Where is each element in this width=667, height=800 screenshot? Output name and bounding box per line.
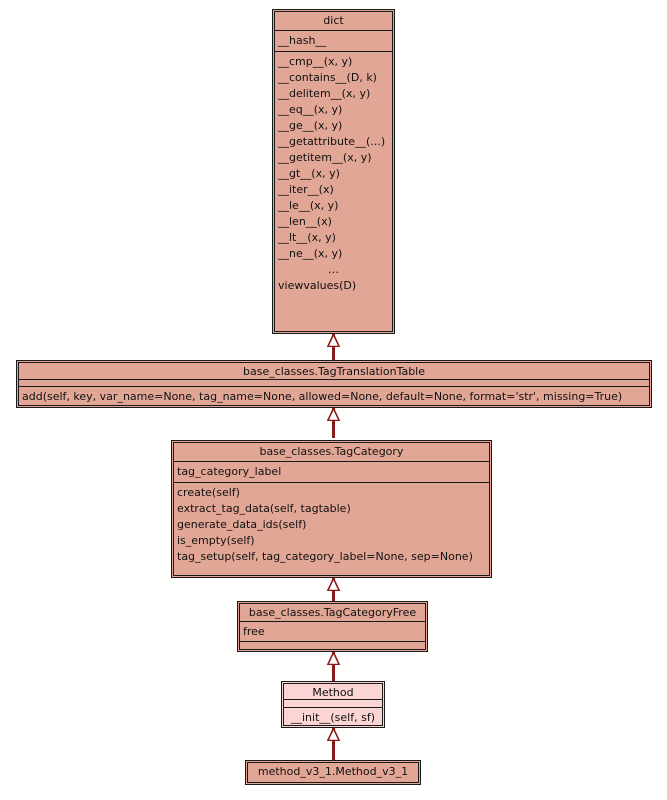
edge-line	[332, 334, 335, 360]
class-attributes-tagcategory: tag_category_label	[174, 461, 489, 482]
method-item: __init__(self, sf)	[290, 710, 375, 724]
attribute-item: free	[243, 625, 265, 639]
class-methods-dict: __cmp__(x, y) __contains__(D, k) __delit…	[275, 51, 392, 296]
attribute-item: tag_category_label	[177, 465, 282, 478]
edge-line	[332, 728, 335, 760]
method-item: add(self, key, var_name=None, tag_name=N…	[22, 390, 623, 404]
class-methods-method: __init__(self, sf)	[284, 706, 382, 725]
edge-line	[332, 652, 335, 681]
method-item: __delitem__(x, y)	[278, 87, 371, 100]
class-box-tagcategoryfree[interactable]: base_classes.TagCategoryFree free	[237, 601, 428, 652]
method-item: viewvalues(D)	[278, 279, 357, 292]
class-title-tagcategoryfree: base_classes.TagCategoryFree	[248, 606, 417, 619]
method-item: __ne__(x, y)	[278, 247, 343, 260]
method-item: __eq__(x, y)	[278, 103, 343, 116]
generalization-edge-methodv31-to-method	[327, 728, 340, 760]
class-attributes-tagtranslationtable	[19, 378, 649, 387]
method-item: generate_data_ids(self)	[177, 518, 307, 531]
class-methods-tagcategoryfree	[240, 641, 425, 649]
class-methods-tagtranslationtable: add(self, key, var_name=None, tag_name=N…	[19, 386, 649, 405]
generalization-edge-method-to-tagcategoryfree	[327, 652, 340, 681]
class-box-tagtranslationtable[interactable]: base_classes.TagTranslationTable add(sel…	[16, 360, 652, 408]
class-title-dict: dict	[323, 14, 344, 27]
method-item: __getattribute__(...)	[278, 135, 386, 148]
class-methods-tagcategory: create(self) extract_tag_data(self, tagt…	[174, 482, 489, 567]
method-item: __lt__(x, y)	[278, 231, 336, 244]
generalization-edge-tagcategoryfree-to-tagcategory	[327, 578, 340, 601]
class-box-method[interactable]: Method __init__(self, sf)	[281, 681, 385, 728]
edge-line	[332, 408, 335, 438]
class-title-method: Method	[312, 686, 354, 699]
method-item: __ge__(x, y)	[278, 119, 343, 132]
method-item: __getitem__(x, y)	[278, 151, 372, 164]
method-item: __len__(x)	[278, 215, 332, 228]
attribute-item: __hash__	[278, 34, 327, 47]
class-box-methodv31[interactable]: method_v3_1.Method_v3_1	[245, 760, 421, 785]
method-item: extract_tag_data(self, tagtable)	[177, 502, 351, 515]
class-title-tagcategory: base_classes.TagCategory	[259, 445, 404, 458]
method-item: __le__(x, y)	[278, 199, 339, 212]
class-box-dict[interactable]: dict __hash__ __cmp__(x, y) __contains__…	[272, 9, 395, 334]
method-item: create(self)	[177, 486, 240, 499]
method-item-ellipsis: …	[328, 263, 339, 276]
method-item: is_empty(self)	[177, 534, 255, 547]
class-attributes-method	[284, 699, 382, 706]
class-box-tagcategory[interactable]: base_classes.TagCategory tag_category_la…	[171, 440, 492, 578]
class-title-methodv31: method_v3_1.Method_v3_1	[257, 765, 409, 778]
method-item: __contains__(D, k)	[278, 71, 377, 84]
generalization-edge-tagcategory-to-tagtranslationtable	[327, 408, 340, 438]
method-item: tag_setup(self, tag_category_label=None,…	[177, 550, 473, 563]
class-attributes-dict: __hash__	[275, 30, 392, 51]
class-title-tagtranslationtable: base_classes.TagTranslationTable	[242, 365, 426, 378]
class-attributes-tagcategoryfree: free	[240, 621, 425, 641]
method-item: __cmp__(x, y)	[278, 55, 353, 68]
method-item: __iter__(x)	[278, 183, 334, 196]
generalization-edge-tagtranslationtable-to-dict	[327, 334, 340, 360]
method-item: __gt__(x, y)	[278, 167, 340, 180]
